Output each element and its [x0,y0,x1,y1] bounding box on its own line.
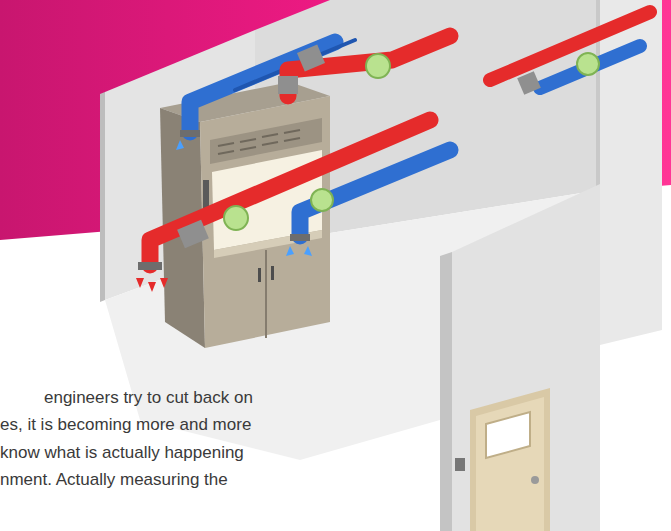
louver [218,151,234,154]
duct-sleeve [517,71,541,95]
valve [311,189,333,211]
flow-arrow [148,282,156,292]
supply-duct [540,46,640,88]
hood-worksurface [214,230,322,258]
louver [284,130,300,133]
body-text: es, it is becoming more and more [0,415,251,435]
valve [366,54,390,78]
supply-diffuser [290,234,310,241]
duct-sleeve [177,220,209,249]
cabinet-split [265,250,267,338]
louver [218,143,234,146]
louver [262,142,278,145]
louver [240,147,256,150]
hood-monitor [203,180,209,210]
flow-arrow [176,140,184,150]
valve [577,53,599,75]
flow-arrow [136,278,144,288]
flow-arrow [304,246,312,256]
exhaust-duct [288,36,450,96]
cabinet-handle [271,266,274,280]
door-window [486,412,530,458]
flow-arrow [160,278,168,288]
flow-arrow [286,246,294,256]
airflow-arrows [136,278,168,292]
hood-louvers [218,130,300,154]
body-text: know what is actually happening [0,443,244,463]
front-wall-edge [440,252,452,531]
body-text: nment. Actually measuring the [0,470,228,490]
duct-sleeve [297,44,325,71]
hood-front [200,96,330,348]
duct-sleeve [278,76,298,94]
valve-group [224,53,599,230]
exhaust-grille [138,262,162,270]
door-knob [531,476,539,484]
left-wall-edge [100,92,105,302]
door [476,397,544,531]
exhaust-duct [150,120,430,265]
supply-arrows [176,140,312,256]
valve [224,206,248,230]
louver [240,139,256,142]
louver [284,138,300,141]
front-wall [452,184,600,531]
thermostat [455,458,465,471]
door-frame [470,388,550,531]
cabinet-handle [258,268,261,282]
louver [262,134,278,137]
supply-diffuser [180,130,200,137]
supply-duct [190,42,335,132]
body-text: engineers try to cut back on [44,388,253,408]
